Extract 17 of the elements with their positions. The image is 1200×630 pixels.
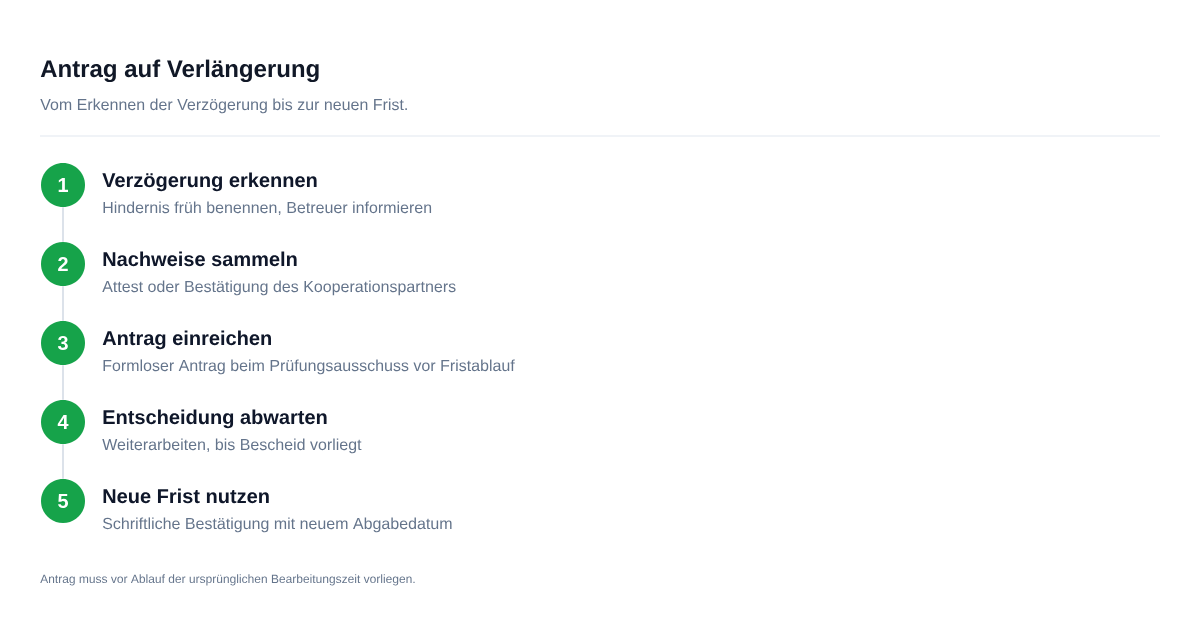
- step-description: Weiterarbeiten, bis Bescheid vorliegt: [102, 438, 362, 454]
- footnote: Antrag muss vor Ablauf der ursprünglichen Bearbeitungszeit vorliegen.: [40, 574, 415, 586]
- step-description: Schriftliche Bestätigung mit neuem Abgabedatum: [102, 517, 452, 533]
- connector-line: [62, 206, 64, 243]
- step-title: Antrag einreichen: [102, 330, 271, 350]
- step-description: Formloser Antrag beim Prüfungsausschuss vor Fristablauf: [103, 359, 515, 375]
- connector-line: [62, 443, 64, 480]
- step-description: Hindernis früh benennen, Betreuer informieren: [103, 201, 432, 216]
- connector-line: [62, 364, 64, 401]
- step-title: Verzögerung erkennen: [102, 172, 317, 192]
- step-description: Attest oder Bestätigung des Kooperationspartners: [102, 280, 456, 296]
- connector-line: [62, 285, 64, 322]
- step-title: Neue Frist nutzen: [103, 488, 269, 504]
- step-title: Nachweise sammeln: [103, 251, 297, 267]
- step-title: Entscheidung abwarten: [103, 409, 327, 429]
- subtitle: Vom Erkennen der Verzögerung bis zur neuen Frist.: [40, 98, 407, 114]
- title: Antrag auf Verlängerung: [40, 59, 319, 83]
